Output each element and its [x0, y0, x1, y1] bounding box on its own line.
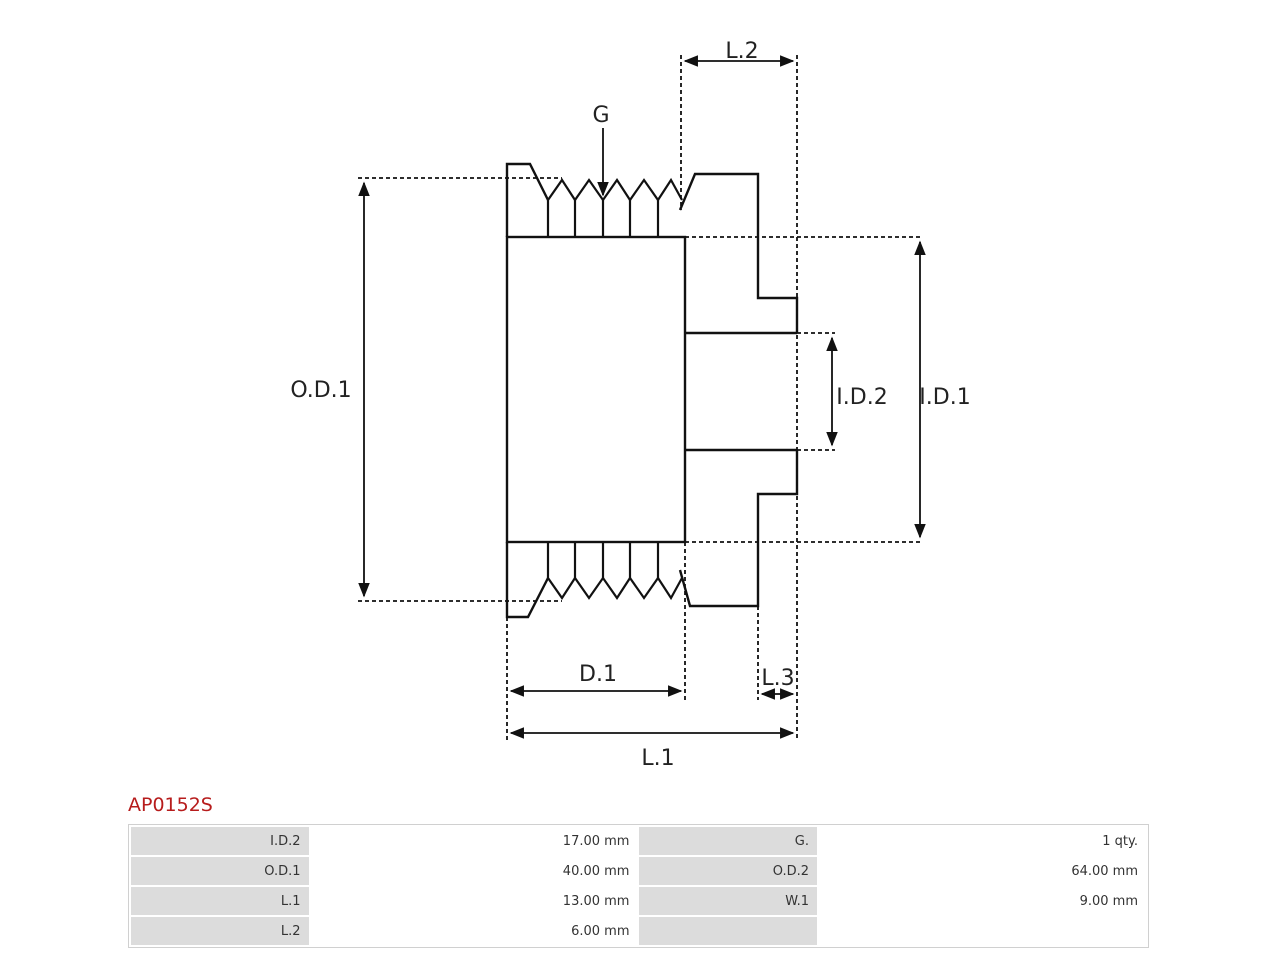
spec-key: L.2: [131, 917, 309, 945]
dimension-labels: O.D.1 I.D.1 I.D.2 L.2 G D.1 L.3 L.1: [290, 39, 970, 771]
label-d1: D.1: [579, 662, 617, 687]
spec-key: O.D.2: [639, 857, 817, 885]
top-grooves: [546, 177, 683, 237]
spec-key: [639, 917, 817, 945]
label-l3: L.3: [761, 666, 794, 691]
pulley-outline: [505, 162, 799, 619]
spec-value: [819, 917, 1146, 945]
spec-key: W.1: [639, 887, 817, 915]
spec-value: 64.00 mm: [819, 857, 1146, 885]
part-number-title: AP0152S: [128, 794, 213, 816]
spec-key: L.1: [131, 887, 309, 915]
spec-table: I.D.2 17.00 mm G. 1 qty. O.D.1 40.00 mm …: [128, 824, 1149, 948]
spec-key: G.: [639, 827, 817, 855]
spec-value: 6.00 mm: [310, 917, 638, 945]
spec-key: I.D.2: [131, 827, 309, 855]
table-row: L.1 13.00 mm W.1 9.00 mm: [131, 887, 1146, 915]
label-l2: L.2: [725, 39, 758, 64]
label-id1: I.D.1: [919, 385, 970, 410]
label-g: G: [592, 103, 609, 128]
label-l1: L.1: [641, 746, 674, 771]
table-row: I.D.2 17.00 mm G. 1 qty.: [131, 827, 1146, 855]
table-row: L.2 6.00 mm: [131, 917, 1146, 945]
pulley-technical-drawing: O.D.1 I.D.1 I.D.2 L.2 G D.1 L.3 L.1: [290, 39, 970, 771]
dimension-arrows: [358, 55, 926, 739]
spec-value: 40.00 mm: [310, 857, 638, 885]
spec-value: 9.00 mm: [819, 887, 1146, 915]
extension-lines: [358, 55, 922, 740]
spec-value: 17.00 mm: [310, 827, 638, 855]
label-od1: O.D.1: [290, 378, 351, 403]
label-id2: I.D.2: [836, 385, 887, 410]
spec-value: 1 qty.: [819, 827, 1146, 855]
spec-value: 13.00 mm: [310, 887, 638, 915]
table-row: O.D.1 40.00 mm O.D.2 64.00 mm: [131, 857, 1146, 885]
bottom-grooves: [546, 542, 683, 601]
spec-key: O.D.1: [131, 857, 309, 885]
